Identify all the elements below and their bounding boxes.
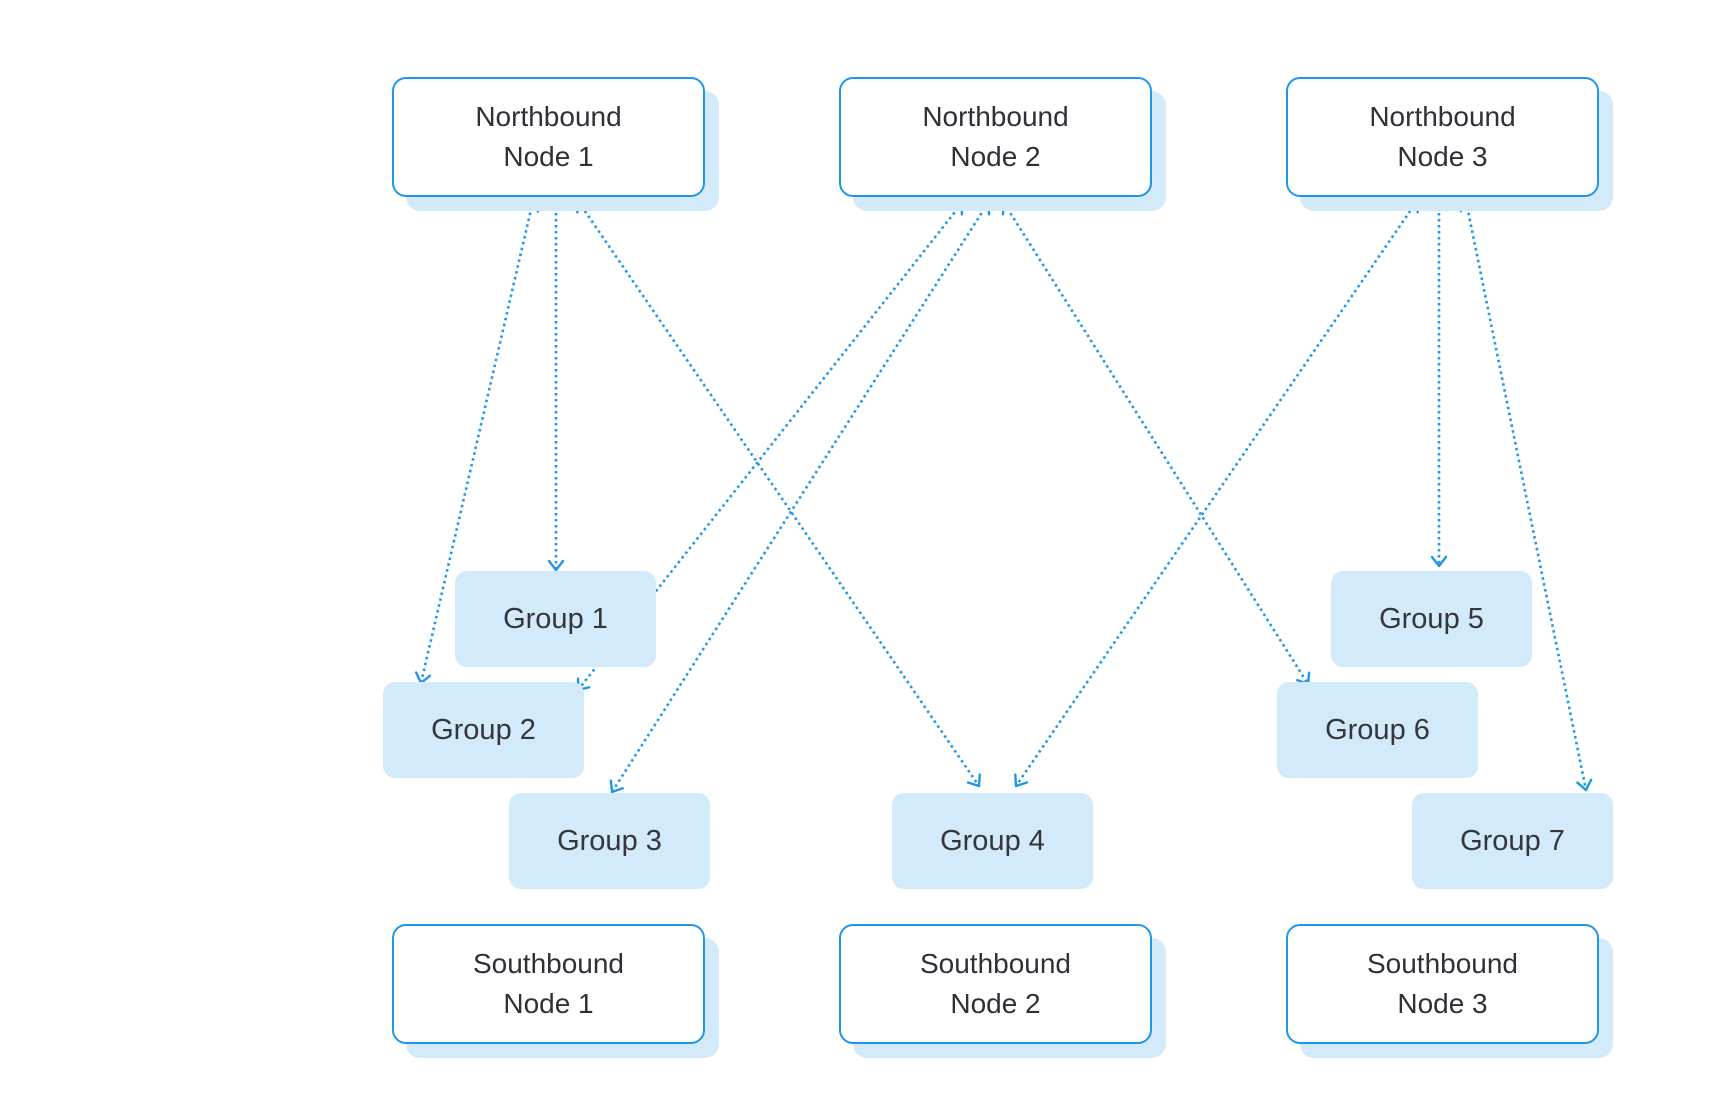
edge-north-3-group-4-arrow-end — [1014, 773, 1029, 788]
southbound-node-1-number: Node 1 — [503, 988, 594, 1019]
group-7-label: Group 7 — [1460, 824, 1565, 857]
edge-north-2-group-6-arrow-start — [1001, 201, 1016, 216]
group-2-label: Group 2 — [431, 713, 536, 746]
edge-north-3-group-5-arrow-start — [1430, 199, 1448, 212]
edge-north-3-group-7-arrow-start — [1459, 199, 1476, 213]
edge-north-1-group-4-arrow-end — [966, 773, 981, 788]
group-4-label: Group 4 — [940, 824, 1045, 857]
northbound-node-1: Northbound Node 1 — [392, 77, 705, 197]
northbound-node-3-number: Node 3 — [1397, 141, 1488, 172]
edge-north-3-group-5-arrow-end — [1430, 555, 1448, 568]
edge-north-1-group-4-arrow-start — [576, 199, 591, 214]
group-3: Group 3 — [509, 793, 710, 889]
southbound-node-1: Southbound Node 1 — [392, 924, 705, 1044]
southbound-node-1-title: Southbound — [472, 948, 625, 979]
group-1-label: Group 1 — [503, 602, 608, 635]
edge-north-1-group-1-arrow-end — [547, 559, 565, 572]
edge-north-3-group-4-arrow-start — [1404, 199, 1419, 214]
northbound-node-2: Northbound Node 2 — [839, 77, 1152, 197]
edge-north-3-group-7 — [1464, 200, 1588, 791]
edge-north-1-group-4 — [576, 200, 981, 787]
northbound-node-2-title: Northbound — [922, 101, 1069, 132]
southbound-node-2: Southbound Node 2 — [839, 924, 1152, 1044]
group-5: Group 5 — [1331, 571, 1532, 667]
southbound-node-3: Southbound Node 3 — [1286, 924, 1599, 1044]
northbound-node-2-number: Node 2 — [950, 141, 1041, 172]
edge-north-2-group-3 — [610, 202, 990, 793]
group-7: Group 7 — [1412, 793, 1613, 889]
edge-north-3-group-7-arrow-end — [1576, 778, 1593, 792]
northbound-node-3-title: Northbound — [1369, 101, 1516, 132]
northbound-node-1-title: Northbound — [475, 101, 622, 132]
group-3-label: Group 3 — [557, 824, 662, 857]
group-6-label: Group 6 — [1325, 713, 1430, 746]
edge-north-2-group-6 — [1002, 202, 1310, 685]
group-6: Group 6 — [1277, 682, 1478, 778]
southbound-node-2-title: Southbound — [919, 948, 1072, 979]
edge-north-1-group-2 — [419, 200, 535, 684]
edge-north-1-group-1-arrow-start — [547, 199, 565, 212]
southbound-node-3-number: Node 3 — [1397, 988, 1488, 1019]
southbound-node-3-title: Southbound — [1366, 948, 1519, 979]
northbound-node-3: Northbound Node 3 — [1286, 77, 1599, 197]
northbound-node-1-number: Node 1 — [503, 141, 594, 172]
group-4: Group 4 — [892, 793, 1093, 889]
southbound-node-2-number: Node 2 — [950, 988, 1041, 1019]
edge-north-3-group-4 — [1014, 200, 1419, 787]
edge-north-1-group-2-arrow-start — [522, 199, 539, 213]
group-2: Group 2 — [383, 682, 584, 778]
group-5-label: Group 5 — [1379, 602, 1484, 635]
edge-north-2-group-3-arrow-end — [609, 779, 624, 794]
edge-north-2-group-3-arrow-start — [976, 201, 991, 216]
group-1: Group 1 — [455, 571, 656, 667]
edge-north-2-group-2-arrow-start — [949, 201, 964, 216]
